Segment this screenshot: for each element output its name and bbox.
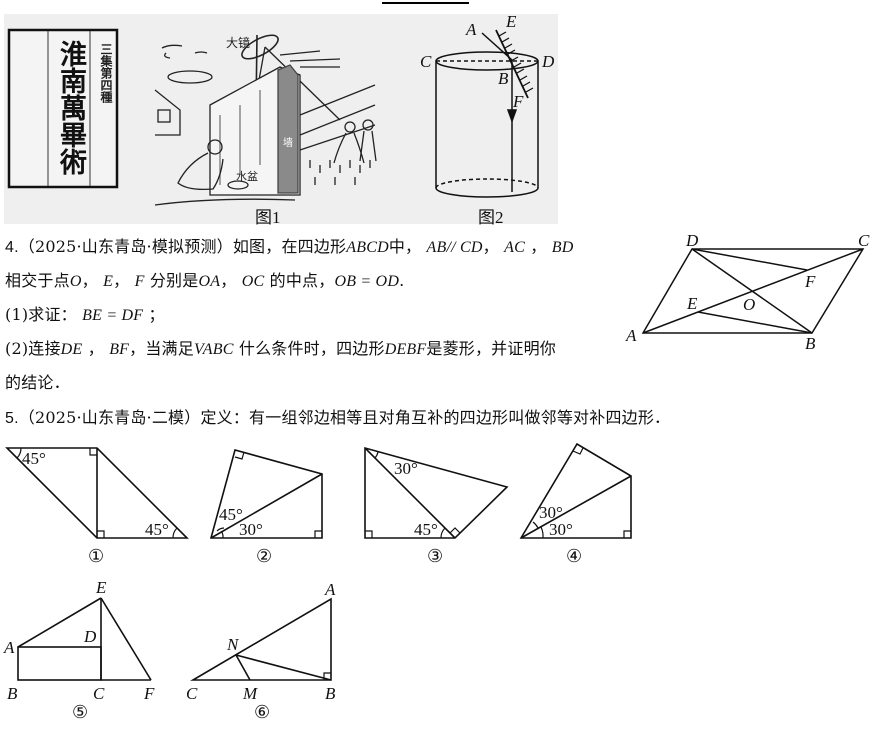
svg-text:B: B [325,684,336,703]
svg-text:③: ③ [427,546,443,566]
problem4-line1: 4.（2025·山东青岛·模拟预测）如图，在四边形ABCD中， AB// CD，… [5,237,574,256]
svg-text:F: F [804,272,816,291]
svg-text:B: B [7,684,18,703]
svg-text:M: M [242,684,258,703]
problem4-part2: (2)连接DE ， BF，当满足VABC 什么条件时，四边形DEBF是菱形，并证… [5,339,556,358]
svg-text:30°: 30° [394,459,418,478]
svg-text:D: D [685,231,699,250]
svg-text:30°: 30° [539,503,563,522]
problem4-source: （2025·山东青岛·模拟预测） [18,237,233,256]
book-subtitle: 三集第四種 [99,43,113,103]
svg-text:C: C [93,684,105,703]
svg-text:C: C [186,684,198,703]
figure-3-quadrilateral: 30° 45° ③ [364,446,509,566]
figure-5-diagram: E D A B C F ⑤ [3,578,155,722]
svg-text:30°: 30° [549,520,573,539]
book-cover-image [7,28,119,189]
problem4-parallelogram-diagram: D C F E O A B [625,231,870,353]
svg-text:A: A [3,638,15,657]
svg-text:E: E [95,578,107,597]
figure-6-diagram: A N C M B ⑥ [186,580,336,722]
mirror-label: 大镜 [226,35,250,50]
svg-text:A: A [625,326,637,345]
previous-question-fragment [0,0,876,6]
svg-text:F: F [143,684,155,703]
svg-text:45°: 45° [219,505,243,524]
problem5-number: 5. [5,410,19,427]
figure-2-quadrilateral: 45° 30° ② [209,449,323,566]
svg-text:O: O [743,295,755,314]
svg-text:⑥: ⑥ [254,702,270,722]
figure1-caption: 图1 [255,208,281,227]
figure1-illustration: 大镜 水盆 墙 [154,34,377,206]
problem5-definition: 定义：有一组邻边相等且对角互补的四边形叫做邻等对补四边形． [200,408,671,427]
book-title: 淮南萬畢術 [55,40,86,175]
svg-text:⑤: ⑤ [72,702,88,722]
svg-text:C: C [420,52,432,71]
problem4-part1: (1)求证： BE = DF ； [5,305,165,324]
basin-label: 水盆 [236,169,258,183]
svg-text:F: F [512,92,524,111]
problem4-line2: 相交于点O， E， F 分别是OA， OC 的中点，OB = OD. [5,271,405,290]
svg-text:②: ② [256,546,272,566]
svg-text:45°: 45° [414,520,438,539]
problem5-source: （2025·山东青岛·二模） [18,408,201,427]
svg-text:C: C [858,231,870,250]
svg-text:A: A [465,20,477,39]
figure-4-quadrilateral: 30° 30° ④ [519,442,632,566]
svg-text:D: D [83,627,97,646]
figure2-caption: 图2 [478,208,504,227]
svg-text:30°: 30° [239,520,263,539]
svg-text:B: B [805,334,816,353]
problem4-part2-cont: 的结论． [5,373,70,392]
svg-text:45°: 45° [145,520,169,539]
svg-text:①: ① [88,546,104,566]
svg-text:E: E [686,294,698,313]
figure2-cylinder-diagram: A E C D B F [420,12,555,198]
svg-text:A: A [324,580,336,599]
answer-blank-underline [382,2,469,4]
problem4-number: 4. [5,239,19,256]
svg-text:B: B [498,69,509,88]
svg-text:45°: 45° [22,449,46,468]
svg-text:E: E [505,12,517,31]
svg-text:D: D [541,52,555,71]
problem5-line1: 5.（2025·山东青岛·二模）定义：有一组邻边相等且对角互补的四边形叫做邻等对… [5,408,670,429]
figure-1-parallelogram: 45° 45° ① [5,447,189,566]
wall-label: 墙 [283,136,293,149]
svg-text:④: ④ [566,546,582,566]
svg-text:N: N [226,635,240,654]
